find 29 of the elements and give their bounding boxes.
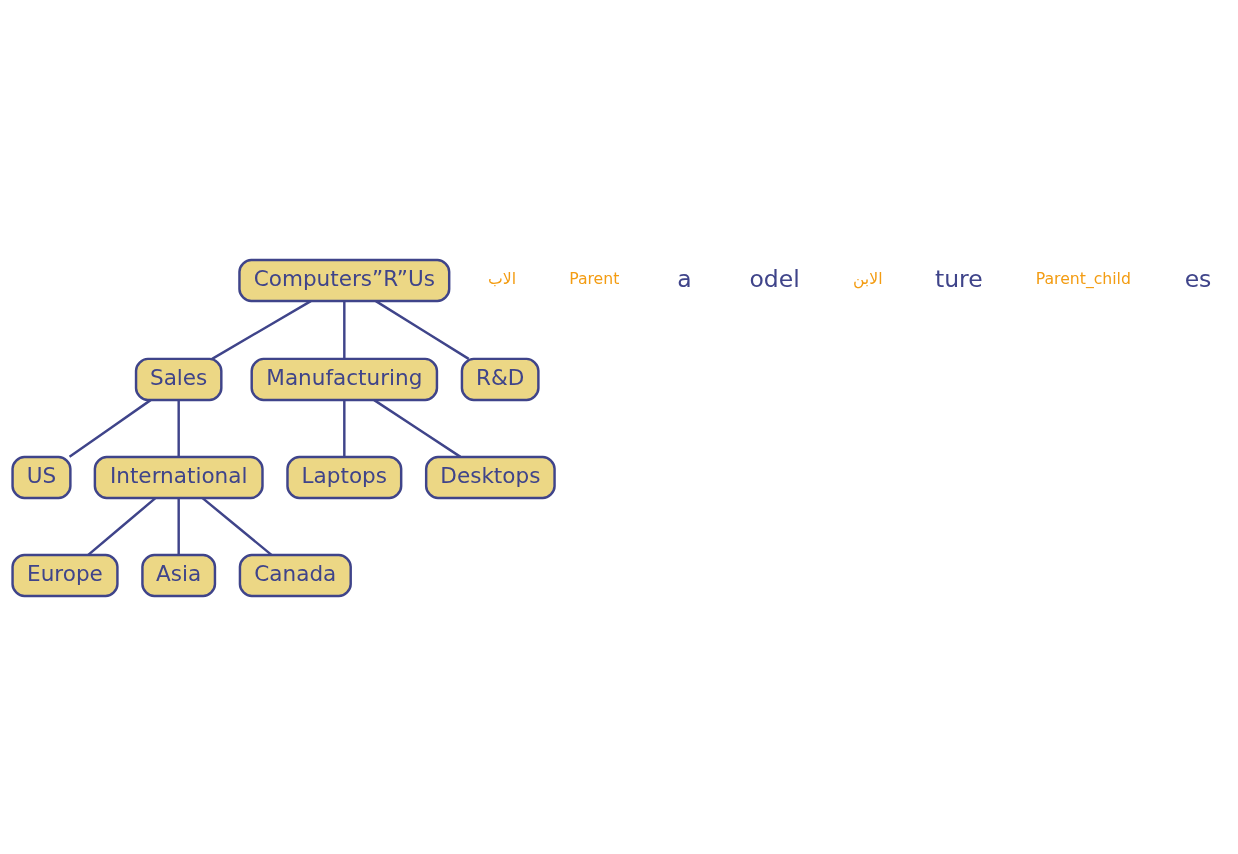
label: a [677,264,692,293]
node-box: Europe [11,553,119,597]
node-box: R&D [460,357,540,401]
node-box: Laptops [286,455,403,499]
connector [211,299,312,360]
label: odel [749,264,800,293]
label: es [1184,264,1212,293]
node-box: Asia [141,553,217,597]
connector [373,398,462,458]
node-box: Computers”R”Us [238,258,451,302]
node-box: International [93,455,264,499]
node-box: Canada [238,553,352,597]
label: ture [934,264,983,293]
connector [343,399,346,457]
node-box: Sales [134,357,223,401]
connector [201,496,273,556]
connector [177,399,180,457]
connector [177,497,180,555]
connector [375,299,470,360]
connector [68,398,152,458]
connector [87,496,157,556]
node-box: US [11,455,72,499]
label: Parent_child [1035,268,1131,288]
node-box: Desktops [424,455,556,499]
label: الاب [488,268,517,288]
connector [343,300,346,359]
label: الابن [852,268,883,288]
label: Parent [569,268,620,288]
node-box: Manufacturing [250,357,439,401]
